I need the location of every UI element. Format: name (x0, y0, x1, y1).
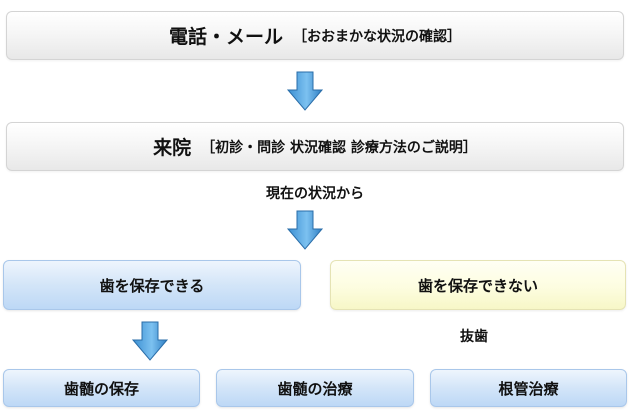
option-can-save-label: 歯を保存できる (99, 276, 205, 295)
visit-step-box: 来院 ［初診・問診 状況確認 診療方法のご説明］ (6, 122, 624, 171)
branch-label: 現在の状況から (266, 186, 364, 202)
down-arrow-icon (286, 71, 324, 111)
treatment-box: 歯髄の治療 (216, 369, 414, 407)
contact-step-title: 電話・メール (168, 26, 283, 48)
treatment-label: 根管治療 (498, 379, 559, 398)
treatment-box: 根管治療 (430, 369, 627, 407)
contact-step-box: 電話・メール ［おおまかな状況の確認］ (6, 11, 624, 60)
down-arrow-icon (131, 321, 169, 361)
option-cannot-save-label: 歯を保存できない (417, 276, 538, 295)
option-cannot-save-box: 歯を保存できない (330, 260, 626, 310)
contact-step-note: ［おおまかな状況の確認］ (293, 28, 461, 45)
treatment-box: 歯髄の保存 (3, 369, 200, 407)
visit-step-title: 来院 (153, 137, 192, 159)
down-arrow-icon (286, 210, 324, 250)
treatment-label: 歯髄の保存 (63, 379, 139, 398)
option-can-save-box: 歯を保存できる (3, 260, 301, 310)
visit-step-note: ［初診・問診 状況確認 診療方法のご説明］ (201, 139, 477, 156)
extraction-label: 抜歯 (460, 329, 488, 345)
treatment-label: 歯髄の治療 (277, 379, 353, 398)
